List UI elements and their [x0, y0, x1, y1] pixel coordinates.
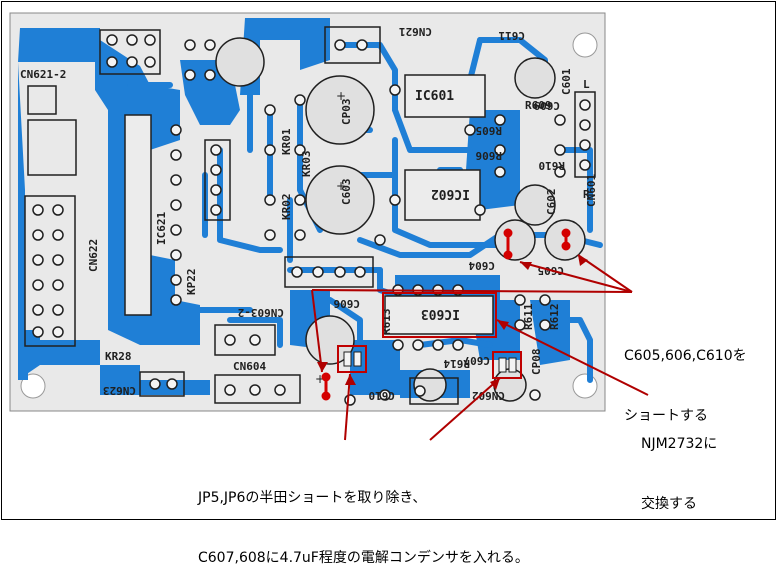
silk-cn622: CN622 [87, 239, 100, 272]
arrowheads [317, 255, 588, 390]
silk-kr02: KR02 [280, 194, 293, 221]
callout-jumpers: JP5,JP6の半田ショートを取り除き、 C607,608に4.7uF程度の電解… [198, 448, 529, 588]
silk-kr01: KR01 [280, 128, 293, 155]
silk-c604: C604 [468, 259, 495, 272]
short-highlights [321, 228, 571, 401]
callout-jumpers-line2: C607,608に4.7uF程度の電解コンデンサを入れる。 [198, 550, 529, 566]
silk-kr03: KR03 [300, 151, 313, 178]
silk-cn603-2: CN603-2 [238, 306, 284, 319]
silk-r614: R614 [443, 357, 470, 370]
svg-text:+: + [336, 179, 346, 193]
silk-cn621: CN621 [399, 25, 432, 38]
silk-pin-r: R [583, 188, 590, 201]
silk-r606: R606 [475, 149, 502, 162]
silk-ic603: IC603 [421, 306, 460, 321]
silk-c607: C607 [464, 354, 491, 367]
callout-replace-line1: NJM2732に [641, 436, 718, 452]
pcb-diagram: CN621 CN621-2 IC601 IC602 IC603 C611 C60… [9, 12, 649, 441]
silk-cn604: CN604 [233, 360, 266, 373]
silk-cn601: CN601 [585, 174, 598, 207]
callout-shorts: C605,606,C610を ショートする [624, 306, 747, 446]
silk-ic602: IC602 [431, 186, 470, 201]
silk-cn602: CN602 [472, 389, 505, 402]
polarity-marks: + + + [315, 89, 346, 386]
silk-c610: C610 [369, 389, 396, 402]
silk-c606: C606 [333, 297, 360, 310]
silk-kp22: KP22 [185, 269, 198, 296]
silk-c603: C603 [340, 179, 353, 206]
silk-r613: R613 [380, 309, 393, 336]
silk-r612: R612 [548, 304, 561, 331]
silk-r609: R609 [525, 99, 552, 112]
silk-cp03: CP03 [340, 99, 353, 126]
silk-cn621-2: CN621-2 [20, 68, 66, 81]
silk-kr28: KR28 [105, 350, 132, 363]
silk-cp08: CP08 [530, 349, 543, 376]
silkscreen: CN621 CN621-2 IC601 IC602 IC603 C611 C60… [20, 25, 598, 402]
silk-c601: C601 [560, 68, 573, 95]
silk-c611: C611 [498, 29, 525, 42]
callout-replace-line2: 交換する [641, 496, 697, 512]
callout-replace: NJM2732に 交換する [641, 394, 717, 534]
pads [32, 34, 591, 406]
silk-r605: R605 [476, 124, 503, 137]
callout-shorts-line1: C605,606,C610を [624, 348, 747, 364]
silk-r611: R611 [522, 303, 535, 330]
silk-cn623: CN623 [103, 384, 136, 397]
svg-text:+: + [315, 372, 325, 386]
callout-jumpers-line1: JP5,JP6の半田ショートを取り除き、 [198, 490, 427, 506]
image-frame [1, 1, 776, 520]
silk-c602: C602 [545, 189, 558, 216]
connectors [24, 26, 596, 405]
silk-r610: R610 [539, 159, 566, 172]
jumper-boxes [337, 345, 522, 379]
ic-outlines [124, 74, 494, 335]
svg-text:+: + [336, 89, 346, 103]
callout-shorts-line2: ショートする [624, 408, 708, 424]
callout-lines [311, 254, 649, 441]
ic603-highlight [382, 292, 497, 338]
silk-pin-l: L [583, 78, 590, 91]
silk-c609: C609 [534, 99, 561, 112]
silk-ic601: IC601 [415, 89, 454, 104]
jumper-pads [343, 351, 517, 373]
silk-ic621: IC621 [155, 212, 168, 245]
